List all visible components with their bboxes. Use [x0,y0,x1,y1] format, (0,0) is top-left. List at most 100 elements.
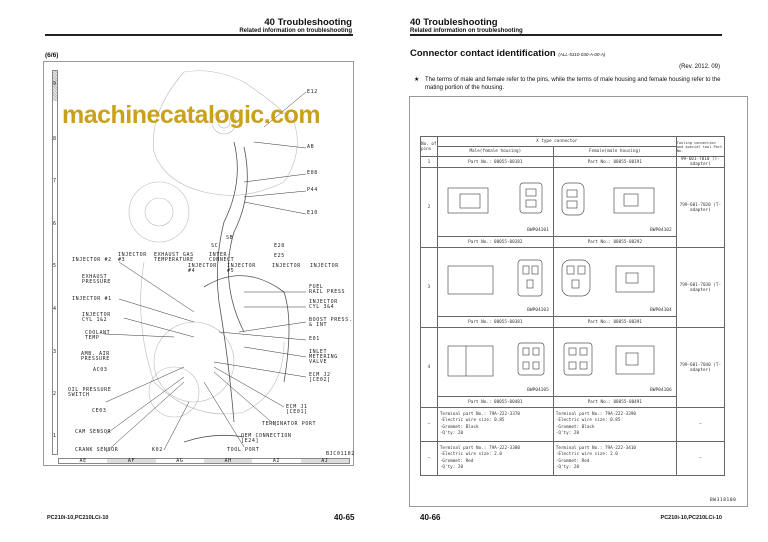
figure-code: BWP04104 [650,308,672,313]
header-title-left: 40 Troubleshooting [264,17,352,28]
pins-cell: — [420,407,438,442]
callout-injector-6: INJECTOR [272,263,301,269]
male-part: Part No.: 08055-00481 [436,396,554,408]
pins-cell: 4 [420,327,438,408]
tool-part: 799-601-7020 (T-adapter) [675,167,726,248]
header-subtitle-right: Related information on troubleshooting [410,28,523,34]
ruler-row-4: 4 [53,306,57,312]
connector-4pin-female-icon [563,342,655,376]
male-connector-figure: BWP04101 [438,168,553,236]
callout-injector-1: INJECTOR #1 [72,296,112,302]
ruler-col: AG [176,458,184,464]
connector-3pin-female-icon [561,259,655,297]
pins-cell: 3 [420,247,438,328]
ruler-rows [52,70,58,455]
table-row: 4 BWP04105 BWP04106 799-601-7040 (T-adap… [420,327,726,408]
tool-part: — [675,407,726,442]
ruler-row-7: 7 [53,178,57,184]
figure-code: BWP04105 [527,388,549,393]
header-female: Female(male housing) [552,146,677,157]
callout-oil-pressure-switch: OIL PRESSURE SWITCH [68,387,112,398]
note-bullet: ★ [414,77,420,83]
terminal-line: ·Q'ty: 20 [439,465,464,470]
callout-injector-3: INJECTOR #3 [118,252,147,263]
terminal-line: ·Electric wire size: 0.85 [439,418,505,423]
callout-k02: K02 [152,447,163,453]
figure-code: BWP04103 [527,308,549,313]
callout-cam-sensor: CAM SENSOR [75,429,112,435]
female-part: Part No.: 08055-00391 [552,316,677,328]
female-connector-figure: BWP04106 [554,328,676,396]
callout-e01: E01 [309,336,320,342]
drawing-code: BJC01102 [326,451,355,457]
callout-exhaust-pressure: EXHAUST PRESSURE [82,274,111,285]
header-tool: Tooling connection and special tool Part… [675,136,726,157]
terminal-line: ·Grommet: Black [555,424,595,430]
table-row: — Terminal part No.: 79A-222-3380·Electr… [420,441,726,476]
header-subtitle-left: Related information on troubleshooting [239,28,352,34]
table-row: 3 BWP04103 BWP04104 799-601-7030 (T-adap… [420,247,726,328]
callout-boost-press: BOOST PRESS. & INT [309,317,353,328]
figure-code: BWP04106 [650,388,672,393]
terminal-line: ·Electric wire size: 2.0 [555,452,618,457]
ruler-row-8: 8 [53,136,57,142]
callout-e28: E28 [274,243,285,249]
callout-interconnect: INTER- CONNECT [209,252,235,263]
tool-part: 799-601-7040 (T-adapter) [675,327,726,408]
callout-terminator-port: TERMINATOR PORT [262,421,317,427]
ruler-col: AJ [300,459,349,464]
callout-ecm-j1: ECM J1 [CE01] [286,404,308,415]
callout-e08: E08 [307,170,318,176]
page-number-left: 40-65 [334,513,355,522]
male-part: Part No.: 08055-00282 [436,236,554,248]
tool-part: 799-601-7030 (T-adapter) [675,247,726,328]
callout-injector-7: INJECTOR [310,263,339,269]
section-number: (6/6) [45,52,59,59]
terminal-line: ·Q'ty: 20 [555,431,580,436]
figure-code-table: BW318100 [710,498,737,503]
note-text: The terms of male and female refer to th… [425,77,721,91]
terminal-line: Terminal part No.: 79A-222-3370 [439,411,521,417]
callout-amb-air-pressure: AMB. AIR PRESSURE [81,351,110,362]
callout-ce03: CE03 [92,408,107,414]
header-rule-left [45,34,353,36]
callout-injector-cyl34: INJECTOR CYL 3&4 [309,299,338,310]
male-connector-figure: BWP04105 [438,328,553,396]
callout-injector-2: INJECTOR #2 [72,257,112,263]
callout-p44: P44 [307,187,318,193]
pins-cell: 1 [420,156,438,168]
callout-e10: E10 [307,210,318,216]
callout-injector-cyl12: INJECTOR CYL 1&2 [82,312,111,323]
pins-cell: — [420,441,438,476]
callout-tool-port: TOOL PORT [227,447,260,453]
callout-ab: AB [307,144,315,150]
callout-sb: SB [226,235,234,241]
callout-oem-connection: OEM CONNECTION [E24] [241,433,292,444]
connector-table-frame [409,96,748,507]
wiring-diagram: 9 8 7 6 5 4 3 2 1 AE AF AG AH AI AJ BJC0… [43,61,354,466]
terminal-line: Terminal part No.: 79A-222-3390 [555,411,636,417]
terminal-line: ·Q'ty: 20 [555,465,580,470]
footer-model-right: PC210i-10,PC210LCi-10 [660,515,722,521]
callout-ecm-j2: ECM J2 [CE02] [309,372,331,383]
connector-2pin-male-icon [447,182,543,214]
watermark: machinecatalogic.com [62,101,321,129]
ruler-row-2: 2 [53,391,57,397]
terminal-line: ·Electric wire size: 0.85 [555,418,621,423]
ruler-row-9: 9 [53,81,57,87]
callout-exhaust-gas-temp: EXHAUST GAS TEMPERATURE [154,252,194,263]
terminal-line: ·Q'ty: 20 [439,431,464,436]
ruler-row-5: 5 [53,263,57,269]
callout-inlet-metering-valve: INLET METERING VALVE [309,349,338,365]
ruler-col: AF [107,459,156,464]
callout-crank-sensor: CRANK SENSOR [75,447,119,453]
female-part: Part No.: 08055-00491 [552,396,677,408]
header-male: Male(female housing) [436,146,554,157]
callout-e25: E25 [274,253,285,259]
ruler-row-6: 6 [53,221,57,227]
callout-ac03: AC03 [93,367,108,373]
callout-coolant-temp: COOLANT TEMP [85,330,111,341]
callout-fuel-rail-press: FUEL RAIL PRESS [309,284,346,295]
terminal-line: ·Grommet: Red [439,458,474,464]
